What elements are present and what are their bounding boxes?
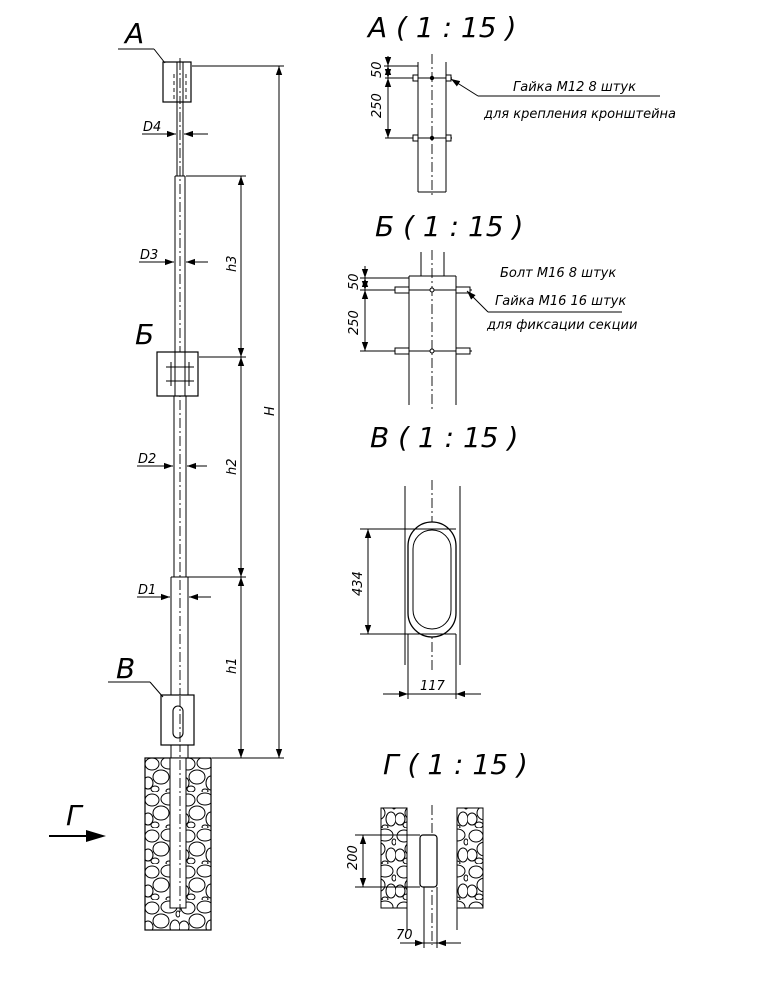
height-dimensions: h3 h2 h1 H (186, 65, 284, 759)
detail-B-note-2: Гайка М16 16 штук (495, 294, 626, 309)
main-pole-view: А Б В Г D4 (49, 17, 284, 931)
detail-A-dim-250: 250 (370, 93, 385, 118)
detail-B-dim-250: 250 (347, 310, 362, 335)
main-label-V: В (116, 652, 135, 685)
detail-A: А ( 1 : 15 ) 50 250 Гайка М12 8 штук для… (366, 11, 676, 196)
detail-G-concrete-right (456, 807, 484, 909)
label-H: H (263, 406, 278, 416)
detail-G: Г ( 1 : 15 ) 200 70 (346, 748, 528, 948)
label-D4: D4 (143, 120, 161, 135)
hatch-V (160, 694, 195, 746)
main-label-G: Г (66, 799, 84, 832)
label-h2: h2 (225, 458, 240, 475)
detail-G-dim-200: 200 (346, 845, 361, 870)
main-label-A: А (123, 17, 144, 50)
label-D2: D2 (138, 452, 156, 467)
label-h1: h1 (225, 657, 240, 674)
detail-A-title: А ( 1 : 15 ) (366, 11, 516, 44)
detail-G-dim-70: 70 (396, 928, 413, 943)
detail-A-note-2: для крепления кронштейна (483, 107, 676, 122)
view-arrow-G (86, 830, 106, 842)
detail-B-title: Б ( 1 : 15 ) (375, 210, 523, 243)
flange-B (156, 351, 199, 397)
detail-G-concrete-left (380, 807, 408, 909)
detail-V-title: В ( 1 : 15 ) (370, 421, 518, 454)
detail-B-note-1: Болт М16 8 штук (500, 266, 616, 281)
label-h3: h3 (225, 255, 240, 272)
detail-G-title: Г ( 1 : 15 ) (383, 748, 528, 781)
detail-V-dim-434: 434 (351, 571, 366, 596)
label-D3: D3 (140, 248, 158, 263)
detail-V: В ( 1 : 15 ) 434 117 (351, 421, 518, 699)
detail-V-dim-117: 117 (420, 679, 446, 694)
detail-B-note-3: для фиксации секции (486, 318, 637, 333)
detail-B-dim-50: 50 (347, 273, 362, 290)
pole-base-in-foundation (169, 757, 187, 909)
detail-A-dim-50: 50 (370, 61, 385, 78)
flange-A (162, 60, 192, 104)
main-label-B: Б (135, 318, 154, 351)
detail-A-note-1: Гайка М12 8 штук (513, 80, 636, 95)
label-D1: D1 (138, 583, 156, 598)
detail-B: Б ( 1 : 15 ) 50 250 Болт М16 8 штук Гайк… (347, 210, 637, 410)
diameter-callouts: D4 D3 D2 D1 (137, 120, 211, 601)
